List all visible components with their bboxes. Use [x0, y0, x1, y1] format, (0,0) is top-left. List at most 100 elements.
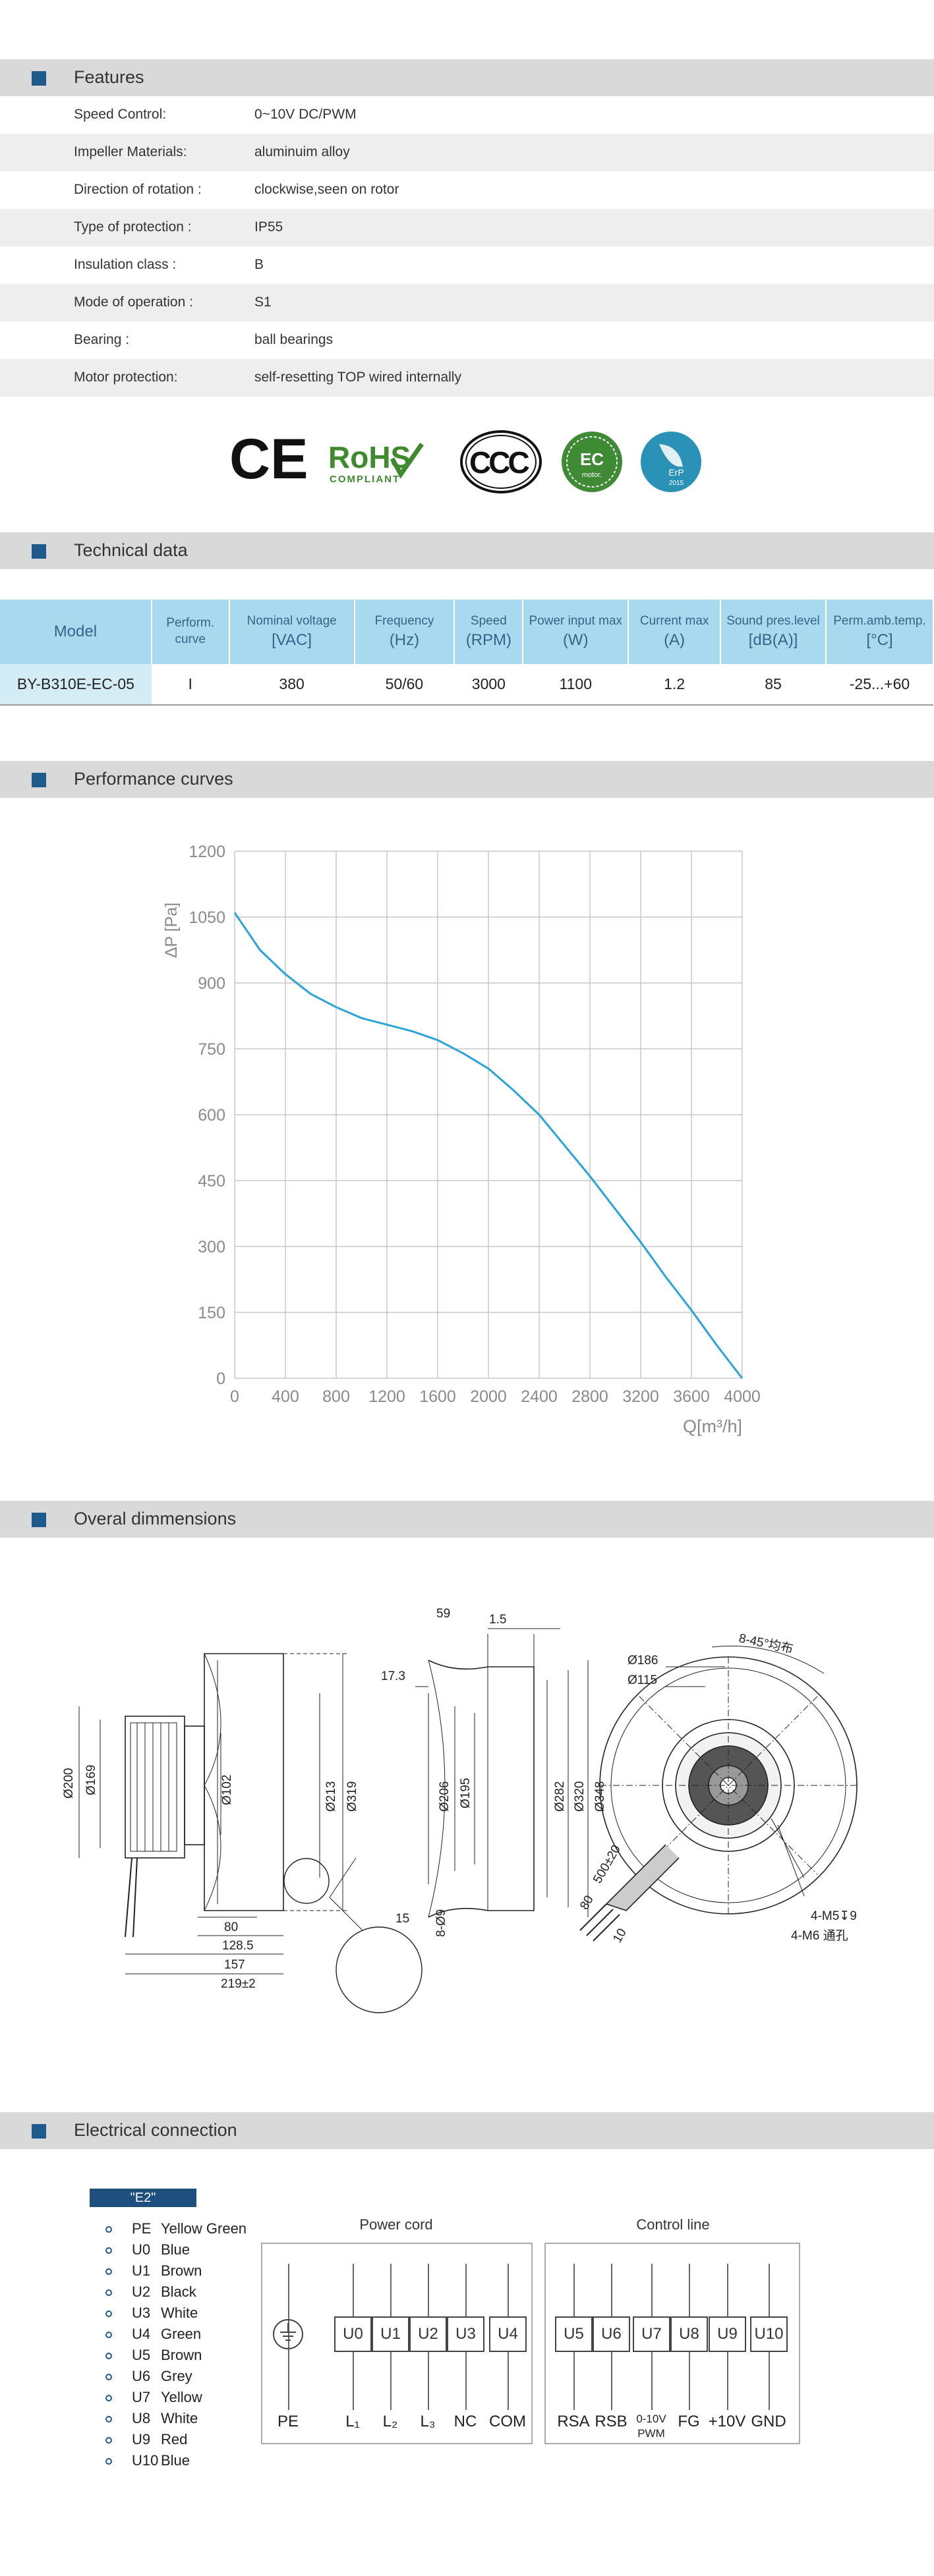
wire-color: Brown	[161, 2347, 202, 2363]
table-header-cell: Model	[0, 600, 152, 664]
wire-color: Grey	[161, 2368, 192, 2384]
control-line-title: Control line	[636, 2216, 710, 2233]
feature-value: B	[254, 257, 264, 272]
wire-code: U1	[132, 2262, 151, 2279]
ce-mark-text: CE	[229, 428, 308, 491]
pwm-label: PWM	[637, 2427, 665, 2440]
table-header-cell: Perm.amb.temp.[°C]	[825, 600, 934, 664]
header-line: Model	[53, 623, 98, 641]
dim-8-d9: 8-Ø9	[434, 1909, 448, 1937]
feature-row: Impeller Materials: aluminuim alloy	[0, 134, 934, 171]
feature-label: Impeller Materials:	[74, 144, 187, 159]
section-title: Features	[74, 67, 144, 87]
wire-code: U9	[132, 2431, 151, 2448]
dimensions-section-header: Overal dimmensions	[0, 1501, 934, 1538]
feature-value: self-resetting TOP wired internally	[254, 370, 461, 385]
table-cell: 1.2	[628, 664, 721, 706]
series-line	[233, 912, 744, 1379]
wire-color: Yellow Green	[161, 2220, 247, 2237]
wire-code: U3	[132, 2305, 151, 2321]
erp-icon: ErP 2015	[641, 432, 701, 492]
y-tick-label: 1200	[189, 843, 225, 861]
feature-value: ball bearings	[254, 332, 334, 347]
header-unit: (W)	[562, 630, 589, 649]
feature-value: S1	[254, 294, 272, 310]
wire-color: Green	[161, 2326, 202, 2342]
table-cell: 3000	[454, 664, 523, 706]
ccc-icon: CCC	[460, 430, 542, 493]
performance-section-header: Performance curves	[0, 761, 934, 798]
terminal: U4	[489, 2316, 527, 2352]
bullet-icon	[105, 2395, 112, 2401]
dim-17-3: 17.3	[381, 1669, 405, 1683]
dim-d319: Ø319	[345, 1781, 359, 1812]
wire-color: Blue	[161, 2452, 190, 2469]
y-tick-label: 0	[216, 1370, 225, 1388]
table-header-cell: Sound pres.level[dB(A)]	[720, 600, 827, 664]
header-line: Power input max	[529, 614, 623, 629]
certification-logos: CE RoHS COMPLIANT CCC EC motor. ErP 2015	[224, 426, 725, 498]
feature-label: Direction of rotation :	[74, 182, 202, 197]
feature-value: 0~10V DC/PWM	[254, 107, 357, 122]
table-header-cell: Nominal voltage[VAC]	[229, 600, 355, 664]
wire-code: PE	[132, 2220, 152, 2237]
table-header-cell: Current max(A)	[628, 600, 722, 664]
wire-code: U4	[132, 2326, 151, 2342]
dim-500: 500±20	[591, 1843, 624, 1886]
feature-value: clockwise,seen on rotor	[254, 182, 399, 197]
terminal: U9	[709, 2316, 746, 2352]
feature-label: Insulation class :	[74, 257, 177, 272]
dim-157: 157	[224, 1958, 245, 1972]
x-tick-label: 1200	[368, 1387, 405, 1406]
feature-label: Motor protection:	[74, 370, 178, 385]
feature-value: aluminuim alloy	[254, 144, 350, 159]
power-cord-title: Power cord	[359, 2216, 433, 2233]
header-unit: (Hz)	[389, 630, 420, 649]
bullet-icon	[105, 2226, 112, 2233]
wire-color: White	[161, 2410, 198, 2426]
x-tick-label: 400	[272, 1387, 299, 1406]
table-header-cell: Frequency(Hz)	[354, 600, 455, 664]
bullet-icon	[105, 2332, 112, 2338]
dim-59: 59	[436, 1607, 450, 1621]
ec-text: EC	[580, 449, 604, 469]
dim-d200: Ø200	[62, 1768, 76, 1799]
dim-d186: Ø186	[628, 1654, 658, 1667]
ground-icon	[272, 2318, 305, 2351]
feature-row: Mode of operation :S1	[0, 284, 934, 322]
x-tick-label: 4000	[724, 1387, 761, 1406]
section-marker	[32, 773, 46, 787]
header-line: Nominal voltage	[247, 614, 337, 629]
dimension-drawing: Ø200 Ø169 Ø102 Ø213 Ø319 80 128.5 157 21…	[59, 1594, 890, 2049]
dim-15: 15	[395, 1912, 409, 1926]
wire-color: Yellow	[161, 2389, 202, 2405]
section-marker	[32, 1513, 46, 1527]
side-view	[78, 1653, 423, 2013]
dim-10: 10	[610, 1926, 629, 1946]
x-axis-label: Q[m³/h]	[683, 1416, 742, 1436]
y-tick-label: 600	[198, 1106, 225, 1125]
terminal-label: PE	[277, 2413, 299, 2430]
section-title: Technical data	[74, 540, 188, 560]
feature-row: Type of protection :IP55	[0, 209, 934, 246]
terminal-label: RSB	[595, 2413, 628, 2430]
y-tick-label: 300	[198, 1238, 225, 1256]
section-marker	[32, 544, 46, 559]
dim-angle: 8-45°均布	[738, 1631, 794, 1656]
terminal-label: NC	[453, 2413, 477, 2430]
technical-section-header: Technical data	[0, 532, 934, 569]
bullet-icon	[105, 2310, 112, 2317]
terminal: U1	[372, 2316, 409, 2352]
header-unit: curve	[175, 632, 206, 646]
header-unit: (RPM)	[465, 630, 512, 649]
ec-motor-icon: EC motor.	[562, 432, 622, 492]
ccc-text: CCC	[469, 445, 529, 480]
dim-d282: Ø282	[553, 1781, 567, 1812]
terminal-label: GND	[751, 2413, 786, 2430]
rohs-icon: RoHS COMPLIANT	[328, 440, 424, 485]
y-tick-label: 150	[198, 1304, 225, 1322]
erp-text: ErP	[668, 467, 684, 478]
